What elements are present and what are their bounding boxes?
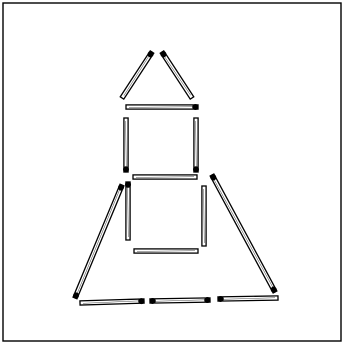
right-wall-matchstick (193, 118, 199, 173)
matchstick-head (125, 181, 131, 187)
matchstick-head (192, 104, 198, 110)
square-left-matchstick (125, 181, 131, 240)
matchstick-head (123, 166, 129, 172)
square-right-matchstick (202, 186, 206, 246)
figure-frame (3, 3, 341, 341)
square-top-matchstick (133, 175, 197, 179)
left-wall-matchstick (123, 118, 129, 173)
upper-bar-matchstick (126, 104, 199, 110)
square-bottom-matchstick (134, 249, 198, 253)
matchstick-head (193, 166, 199, 172)
